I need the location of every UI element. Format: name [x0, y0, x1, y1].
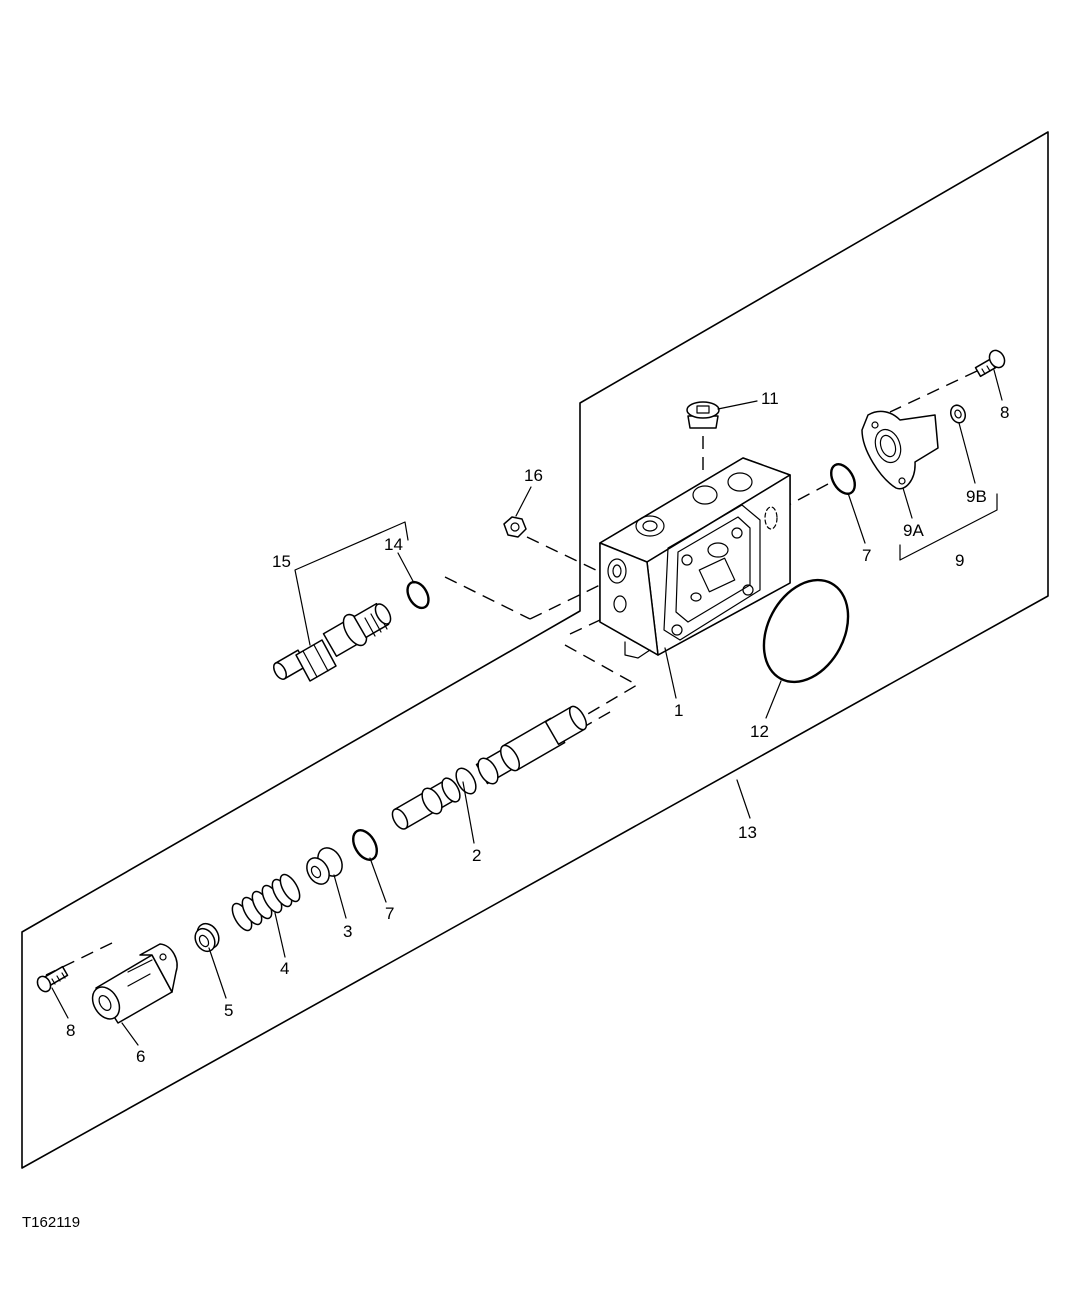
callout-3: 3	[343, 922, 352, 941]
spool-cap	[91, 943, 178, 1024]
callout-9b: 9B	[966, 487, 987, 506]
callout-9a: 9A	[903, 521, 924, 540]
hex-nut	[503, 516, 527, 538]
outer-spring-seat	[194, 922, 220, 953]
large-o-ring	[762, 578, 850, 684]
valve-section-body	[599, 457, 791, 659]
cap-screw-left	[36, 965, 69, 993]
callout-1: 1	[674, 701, 683, 720]
callout-14: 14	[384, 535, 403, 554]
callout-8-right: 8	[1000, 403, 1009, 422]
assembly-axis-lines	[45, 370, 978, 976]
callout-13: 13	[738, 823, 757, 842]
relief-valve	[273, 602, 392, 682]
callout-12: 12	[750, 722, 769, 741]
spring-seat	[306, 847, 343, 885]
callout-11: 11	[761, 389, 779, 408]
o-ring-relief	[406, 580, 430, 610]
callout-8-left: 8	[66, 1021, 75, 1040]
leader-lines	[51, 369, 1003, 1046]
callout-9: 9	[955, 551, 964, 570]
o-ring-cover	[830, 463, 856, 495]
assembly-boundary	[21, 131, 1049, 1169]
end-cover	[861, 410, 939, 490]
figure-id: T162119	[22, 1214, 80, 1231]
callout-2: 2	[472, 846, 481, 865]
callout-4: 4	[280, 959, 289, 978]
callout-15: 15	[272, 552, 291, 571]
cap-screw-right	[974, 349, 1006, 378]
plug	[686, 401, 720, 429]
callout-5: 5	[224, 1001, 233, 1020]
callout-7-spool: 7	[385, 904, 394, 923]
spring	[231, 873, 301, 932]
callout-6: 6	[136, 1047, 145, 1066]
o-ring-spool	[352, 829, 378, 861]
spool	[391, 705, 588, 830]
callout-labels: 1 2 3 4 5 6 7 7 8 8 9 9A 9B 11 12 13 14 …	[66, 389, 1009, 1066]
callout-7-cover: 7	[862, 546, 871, 565]
callout-16: 16	[524, 466, 543, 485]
washer	[949, 404, 967, 424]
